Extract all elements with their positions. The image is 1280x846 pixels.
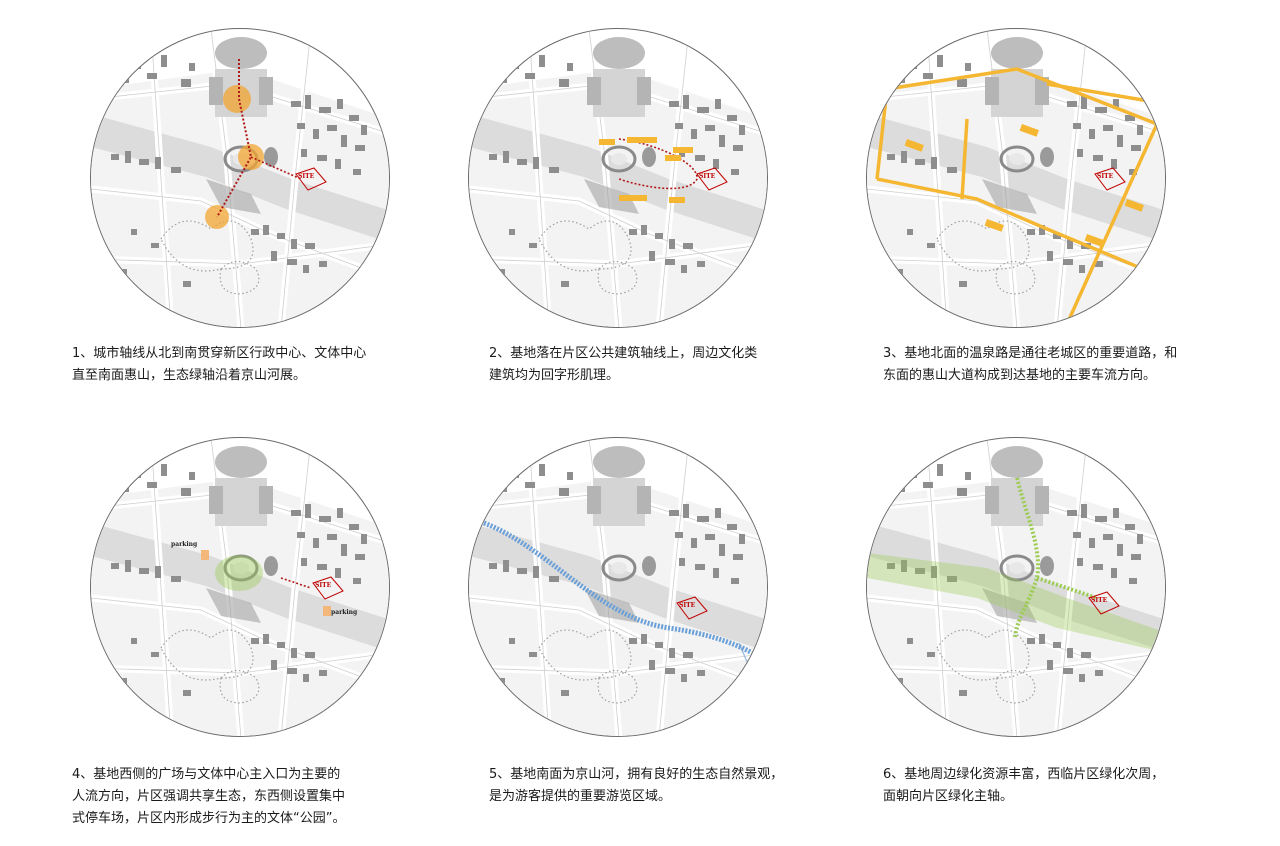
pedestrian-overlay: parking parking bbox=[171, 541, 358, 616]
diagram-1-city-axis: SITE bbox=[90, 28, 390, 328]
map-1: SITE bbox=[91, 29, 389, 327]
caption-3: 3、基地北面的温泉路是通往老城区的重要道路，和 东面的惠山大道构成到达基地的主要… bbox=[883, 346, 1178, 383]
map-5: SITE bbox=[469, 438, 767, 736]
map-3: SITE bbox=[867, 29, 1165, 327]
green-overlay bbox=[867, 477, 1165, 653]
map-6: SITE bbox=[867, 438, 1165, 736]
base-map bbox=[91, 438, 389, 736]
caption-5: 5、基地南面为京山河，拥有良好的生态自然景观， 是为游客提供的重要游览区域。 bbox=[489, 767, 784, 804]
site-marker: SITE bbox=[295, 167, 327, 191]
site-label: SITE bbox=[315, 582, 332, 589]
caption-1: 1、城市轴线从北到南贯穿新区行政中心、文体中心 直至南面惠山，生态绿轴沿着京山河… bbox=[72, 346, 367, 383]
diagram-6-green: SITE bbox=[866, 437, 1166, 737]
parking-label-east: parking bbox=[331, 609, 358, 616]
parking-label-west: parking bbox=[171, 541, 198, 548]
diagram-5-river: SITE bbox=[468, 437, 768, 737]
site-label: SITE bbox=[699, 173, 716, 180]
site-label: SITE bbox=[679, 602, 696, 609]
site-marker: SITE bbox=[676, 596, 708, 620]
site-marker: SITE bbox=[312, 576, 344, 600]
site-label: SITE bbox=[1091, 597, 1108, 604]
caption-6: 6、基地周边绿化资源丰富，西临片区绿化次周， 面朝向片区绿化主轴。 bbox=[883, 767, 1165, 804]
site-label: SITE bbox=[298, 173, 315, 180]
base-map bbox=[91, 29, 389, 327]
base-map bbox=[867, 29, 1165, 327]
caption-2: 2、基地落在片区公共建筑轴线上，周边文化类 建筑均为回字形肌理。 bbox=[489, 346, 758, 383]
axis-overlay bbox=[205, 59, 302, 229]
site-marker: SITE bbox=[1094, 167, 1126, 191]
site-marker: SITE bbox=[1088, 591, 1120, 615]
map-2: SITE bbox=[469, 29, 767, 327]
base-map bbox=[469, 438, 767, 736]
diagram-3-traffic: SITE bbox=[866, 28, 1166, 328]
diagram-2-public-axis: SITE bbox=[468, 28, 768, 328]
road-overlay bbox=[875, 47, 1165, 325]
site-label: SITE bbox=[1097, 173, 1114, 180]
base-map bbox=[469, 29, 767, 327]
river-overlay bbox=[483, 520, 767, 679]
public-axis-overlay bbox=[599, 137, 698, 203]
site-marker: SITE bbox=[696, 167, 728, 191]
caption-4: 4、基地西侧的广场与文体中心主入口为主要的 人流方向，片区强调共享生态，东西侧设… bbox=[72, 767, 346, 826]
